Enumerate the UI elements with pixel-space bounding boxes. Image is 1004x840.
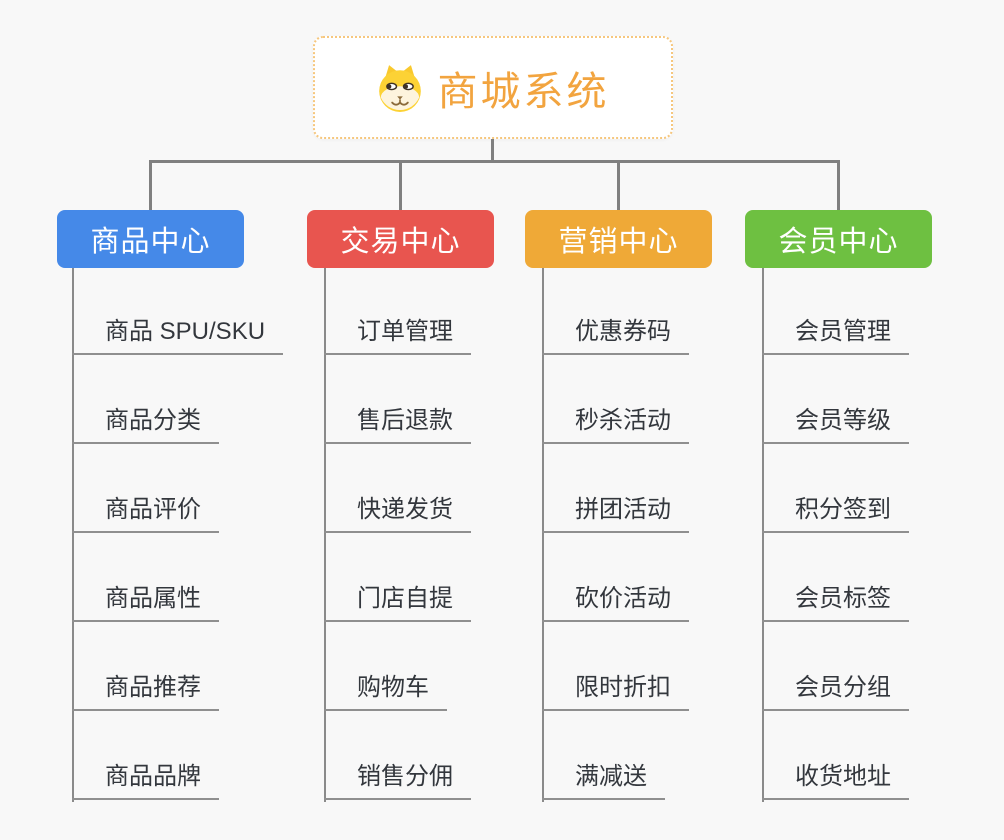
leaf-node[interactable]: 商品分类 [72,406,219,444]
leaf-node[interactable]: 购物车 [324,673,447,711]
leaf-node[interactable]: 商品评价 [72,495,219,533]
leaf-node[interactable]: 商品品牌 [72,762,219,800]
leaf-node[interactable]: 订单管理 [324,317,471,355]
connector-drop-trade [399,161,402,210]
leaf-node[interactable]: 商品属性 [72,584,219,622]
connector-drop-marketing [617,161,620,210]
leaf-node[interactable]: 拼团活动 [542,495,689,533]
leaf-node[interactable]: 快递发货 [324,495,471,533]
leaf-node[interactable]: 门店自提 [324,584,471,622]
trunk-member-center [762,268,764,802]
leaf-node[interactable]: 秒杀活动 [542,406,689,444]
leaf-node[interactable]: 限时折扣 [542,673,689,711]
connector-drop-member [837,161,840,210]
dog-face-icon [378,64,421,112]
leaf-node[interactable]: 售后退款 [324,406,471,444]
leaf-node[interactable]: 会员标签 [762,584,909,622]
leaf-node[interactable]: 商品 SPU/SKU [72,317,284,355]
branch-product-center[interactable]: 商品中心 [57,210,244,268]
leaf-node[interactable]: 砍价活动 [542,584,689,622]
leaf-node[interactable]: 优惠券码 [542,317,689,355]
leaf-node[interactable]: 积分签到 [762,495,909,533]
branch-trade-center[interactable]: 交易中心 [307,210,494,268]
trunk-product-center [72,268,74,802]
connector-drop-product [149,161,152,210]
leaf-node[interactable]: 会员等级 [762,406,909,444]
leaf-node[interactable]: 会员管理 [762,317,909,355]
root-node-mall-system[interactable]: 商城系统 [313,36,673,139]
connector-root-stub [491,139,494,162]
leaf-node[interactable]: 满减送 [542,762,665,800]
leaf-node[interactable]: 销售分佣 [324,762,471,800]
trunk-trade-center [324,268,326,802]
root-title: 商城系统 [437,69,610,114]
connector-horizontal [149,160,840,163]
trunk-marketing-center [542,268,544,802]
leaf-node[interactable]: 收货地址 [762,762,909,800]
branch-member-center[interactable]: 会员中心 [745,210,932,268]
leaf-node[interactable]: 会员分组 [762,673,909,711]
leaf-node[interactable]: 商品推荐 [72,673,219,711]
branch-marketing-center[interactable]: 营销中心 [525,210,712,268]
